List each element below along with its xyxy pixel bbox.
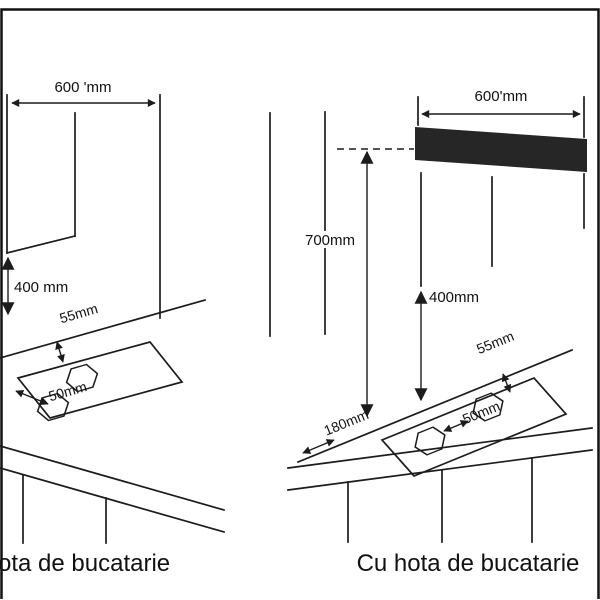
burner-gap-dimension-arrow bbox=[443, 420, 469, 432]
back-gap-dimension-label: 55mm bbox=[58, 300, 100, 326]
burner-gap-dimension-arrow bbox=[15, 390, 49, 405]
counter-front-bottom-edge bbox=[0, 467, 226, 534]
side-gap-dimension-label: 180mm bbox=[321, 406, 370, 438]
height-dimension-label: 400mm bbox=[429, 289, 479, 306]
counter-front-top-edge bbox=[287, 427, 593, 469]
hob-outline bbox=[380, 376, 568, 478]
back-gap-dimension-arrow bbox=[501, 373, 512, 393]
back-gap-dimension-label: 55mm bbox=[474, 328, 516, 357]
counter-back-edge bbox=[296, 348, 574, 464]
counter-front-bottom-edge bbox=[287, 449, 593, 491]
width-dimension-label: 600'mm bbox=[475, 88, 528, 105]
right-diagram: 600'mm 400mm 700mm 55mm 50mm 180mm bbox=[287, 88, 593, 577]
kitchen-hood bbox=[415, 127, 587, 172]
right-caption: Cu hota de bucatarie bbox=[357, 550, 580, 577]
counter-back-edge bbox=[0, 298, 207, 359]
height-dimension-label: 400 mm bbox=[14, 279, 68, 296]
width-dimension-label: 600 'mm bbox=[54, 79, 111, 96]
back-gap-dimension-arrow bbox=[55, 341, 65, 363]
left-diagram: 600 'mm 400 mm 55mm 50mm ota de bucatari… bbox=[0, 79, 271, 577]
counter-front-top-edge bbox=[0, 445, 226, 512]
left-cabinet-underside bbox=[5, 234, 77, 255]
label-backing bbox=[303, 231, 361, 248]
hob-outline bbox=[16, 341, 184, 419]
left-caption: ota de bucatarie bbox=[0, 550, 170, 577]
hood-height-dimension-label: 700mm bbox=[305, 232, 355, 249]
side-gap-dimension-arrow bbox=[302, 439, 335, 454]
